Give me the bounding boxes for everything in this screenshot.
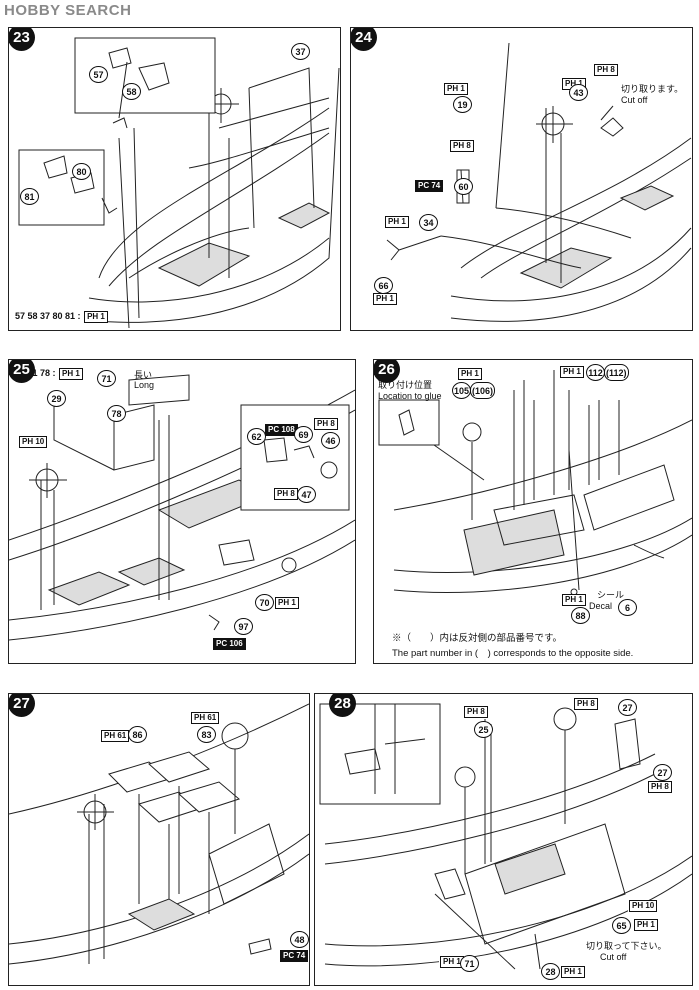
- step-28-runner-27b: PH 8: [647, 781, 672, 793]
- part-106-callout: (106): [470, 382, 496, 399]
- part-28-callout: 28: [541, 963, 560, 980]
- part-27b-callout: 27: [653, 764, 672, 781]
- part-57-callout: 57: [89, 66, 108, 83]
- step-25-runner-62: PC 108: [264, 424, 298, 436]
- step-24-illustration: [386, 42, 692, 322]
- part-80-callout: 80: [72, 163, 91, 180]
- step-26-runner-112: PH 1: [559, 366, 584, 378]
- part-48-callout: 48: [290, 931, 309, 948]
- step-24-runner-19: PH 1: [443, 83, 468, 95]
- part-69-callout: 69: [294, 426, 313, 443]
- step-28-runner-65a: PH 10: [628, 900, 658, 912]
- part-112-callout: 112: [586, 364, 605, 381]
- step-24-runner-60a: PH 8: [449, 140, 474, 152]
- part-105-callout: 105: [452, 382, 472, 399]
- part-37-callout: 37: [291, 43, 310, 60]
- step-23-number: 23: [9, 28, 35, 51]
- part-97-callout: 97: [234, 618, 253, 635]
- step-27-panel: 27 PH 61 PH 61 86 83 48 PC 74: [8, 693, 310, 986]
- step-25-runner-97: PC 106: [212, 638, 246, 650]
- part-46-callout: 46: [321, 432, 340, 449]
- decal-label-en: Decal: [589, 601, 613, 611]
- step-24-number: 24: [351, 28, 377, 51]
- location-to-glue-en: Location to glue: [378, 391, 442, 401]
- step-28-runner-28: PH 1: [560, 966, 585, 978]
- step-25-runner-70: PH 1: [274, 597, 299, 609]
- step-23-part-list: 57 58 37 80 81 : PH 1: [15, 311, 108, 323]
- step-25-runner-46: PH 8: [313, 418, 338, 430]
- part-43-callout: 43: [569, 84, 588, 101]
- step-28-runner-25: PH 8: [463, 706, 488, 718]
- step-28-runner-27a: PH 8: [573, 698, 598, 710]
- part-65-callout: 65: [612, 917, 631, 934]
- step-26-number: 26: [374, 360, 400, 383]
- step-28-cut-off-jp: 切り取って下さい。: [586, 941, 667, 951]
- part-78-callout: 78: [107, 405, 126, 422]
- decal-6-callout: 6: [618, 599, 637, 616]
- step-27-runner-83: PH 61: [190, 712, 220, 724]
- part-34-callout: 34: [419, 214, 438, 231]
- step-25-panel: 25 29 71 78 : PH 1 71 長い Long 29 78 PH 1…: [8, 359, 356, 664]
- long-label-en: Long: [134, 380, 155, 390]
- step-24-runner-66: PH 1: [372, 293, 397, 305]
- step-25-number: 25: [9, 360, 35, 383]
- step-26-panel: 26 取り付け位置 Location to glue PH 1 105 (106…: [373, 359, 693, 664]
- step-27-illustration: [9, 703, 309, 965]
- step-26-runner-88: PH 1: [561, 594, 586, 606]
- step-23-panel: 23 57 58 37 80 81 57 58 37 80 81 : PH 1: [8, 27, 341, 331]
- step-23-part-numbers: 57 58 37 80 81 :: [15, 311, 81, 321]
- part-86-callout: 86: [128, 726, 147, 743]
- step-27-runner-48: PC 74: [279, 950, 309, 962]
- opposite-side-note-en: The part number in ( ) corresponds to th…: [392, 648, 634, 659]
- part-47-callout: 47: [297, 486, 316, 503]
- part-29-callout: 29: [47, 390, 66, 407]
- part-112-opposite-callout: (112): [604, 364, 629, 381]
- step-23-illustration: [18, 37, 340, 329]
- step-26-illustration: [378, 370, 692, 596]
- part-58-callout: 58: [122, 83, 141, 100]
- part-70-callout: 70: [255, 594, 274, 611]
- step-25-runner-29: PH 10: [18, 436, 48, 448]
- part-71-callout: 71: [460, 955, 479, 972]
- decal-label-jp: シール: [597, 590, 625, 600]
- step-24-panel: 24 PH 1 PH 8 切り取ります。 Cut off 43 PH 1 19 …: [350, 27, 693, 331]
- part-60-callout: 60: [454, 178, 473, 195]
- step-24-cut-off-en: Cut off: [621, 95, 648, 105]
- watermark: HOBBY SEARCH: [4, 2, 132, 19]
- step-28-number: 28: [329, 694, 356, 717]
- part-62-callout: 62: [247, 428, 266, 445]
- part-83-callout: 83: [197, 726, 216, 743]
- step-28-illustration: [319, 703, 692, 970]
- part-27a-callout: 27: [618, 699, 637, 716]
- step-25-runner-47: PH 8: [273, 488, 298, 500]
- step-24-runner-60b: PC 74: [414, 180, 444, 192]
- part-25-callout: 25: [474, 721, 493, 738]
- step-27-number: 27: [9, 694, 35, 717]
- step-28-runner-65b: PH 1: [633, 919, 658, 931]
- long-label-jp: 長い: [134, 370, 153, 380]
- step-28-panel: 28 PH 8 25 PH 8 27 27 PH 8 PH 10 65 PH 1…: [314, 693, 693, 986]
- step-27-runner-86: PH 61: [100, 730, 130, 742]
- step-28-cut-off-en: Cut off: [600, 952, 627, 962]
- step-26-runner-105: PH 1: [457, 368, 482, 380]
- part-81-callout: 81: [20, 188, 39, 205]
- location-to-glue-jp: 取り付け位置: [378, 380, 433, 390]
- opposite-side-note-jp: ※（ ）内は反対側の部品番号です。: [392, 633, 563, 644]
- part-19-callout: 19: [453, 96, 472, 113]
- step-24-runner-34: PH 1: [384, 216, 409, 228]
- part-88-callout: 88: [571, 607, 590, 624]
- step-23-runner: PH 1: [84, 311, 108, 323]
- step-24-runner-43b: PH 8: [593, 64, 618, 76]
- step-28-runner-71: PH 1: [439, 956, 464, 968]
- part-71-callout: 71: [97, 370, 116, 387]
- part-66-callout: 66: [374, 277, 393, 294]
- step-24-cut-off-jp: 切り取ります。: [621, 84, 684, 94]
